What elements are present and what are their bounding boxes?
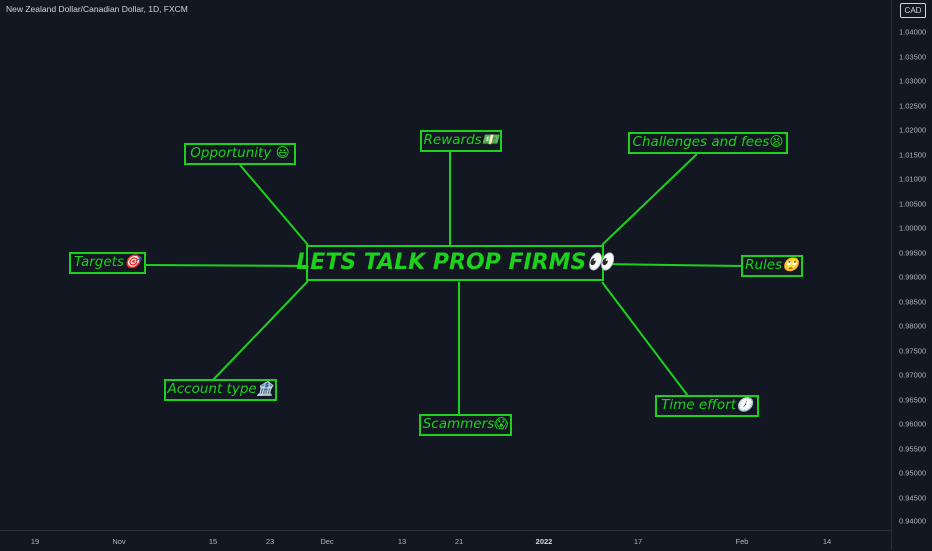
node-targets[interactable]: Targets🎯 <box>69 252 146 274</box>
mindmap-connectors <box>144 151 742 414</box>
price-tick: 1.00500 <box>899 199 927 208</box>
mindmap-center-node[interactable]: LETS TALK PROP FIRMS👀 <box>296 245 614 281</box>
node-rules[interactable]: Rules🙄 <box>741 255 803 277</box>
time-tick: 15 <box>208 537 218 546</box>
price-tick: 0.97000 <box>899 370 927 380</box>
node-opportunity[interactable]: Opportunity 😃 <box>184 143 296 165</box>
currency-badge[interactable]: CAD <box>900 3 926 18</box>
time-tick: Nov <box>112 537 126 546</box>
node-account-type[interactable]: Account type🏦 <box>164 379 277 401</box>
price-tick: 1.02000 <box>899 125 927 135</box>
price-tick: 1.00000 <box>899 223 927 233</box>
price-tick: 0.99000 <box>899 272 927 282</box>
time-tick: Feb <box>735 537 749 546</box>
connector-time-effort <box>601 281 689 397</box>
time-tick: 21 <box>454 537 464 546</box>
node-challenges-fees[interactable]: Challenges and fees😫 <box>628 132 788 154</box>
price-tick: 1.04000 <box>899 27 927 37</box>
connector-account-type <box>212 280 309 381</box>
node-time-effort[interactable]: Time effort🕖 <box>655 395 759 417</box>
connector-rules <box>601 263 742 267</box>
price-tick: 1.01500 <box>899 150 927 159</box>
node-scammers[interactable]: Scammers😱 <box>419 414 512 436</box>
connector-challenges <box>601 153 698 246</box>
connector-targets <box>144 264 309 267</box>
price-axis[interactable] <box>891 0 932 550</box>
time-tick: 13 <box>397 537 407 546</box>
price-tick: 0.97500 <box>899 346 927 355</box>
chart-title: New Zealand Dollar/Canadian Dollar, 1D, … <box>6 4 188 14</box>
connector-opportunity <box>239 164 309 246</box>
price-tick: 0.95000 <box>899 468 927 478</box>
time-tick: 19 <box>30 537 40 546</box>
price-tick: 1.03000 <box>899 76 927 86</box>
time-tick: 17 <box>633 537 643 546</box>
time-tick: Dec <box>320 537 334 546</box>
price-tick: 0.96000 <box>899 419 927 429</box>
price-tick: 1.02500 <box>899 101 927 110</box>
price-tick: 0.94000 <box>899 516 927 526</box>
price-tick: 0.96500 <box>899 395 927 404</box>
price-tick: 0.98500 <box>899 297 927 306</box>
price-tick: 0.95500 <box>899 444 927 453</box>
time-tick: 23 <box>265 537 275 546</box>
time-axis[interactable] <box>0 530 891 551</box>
time-tick: 2022 <box>535 537 553 546</box>
time-tick: 14 <box>822 537 832 546</box>
price-tick: 1.01000 <box>899 174 927 184</box>
node-rewards[interactable]: Rewards💵 <box>420 130 502 152</box>
price-tick: 1.03500 <box>899 52 927 61</box>
price-tick: 0.99500 <box>899 248 927 257</box>
price-tick: 0.98000 <box>899 321 927 331</box>
price-tick: 0.94500 <box>899 493 927 502</box>
